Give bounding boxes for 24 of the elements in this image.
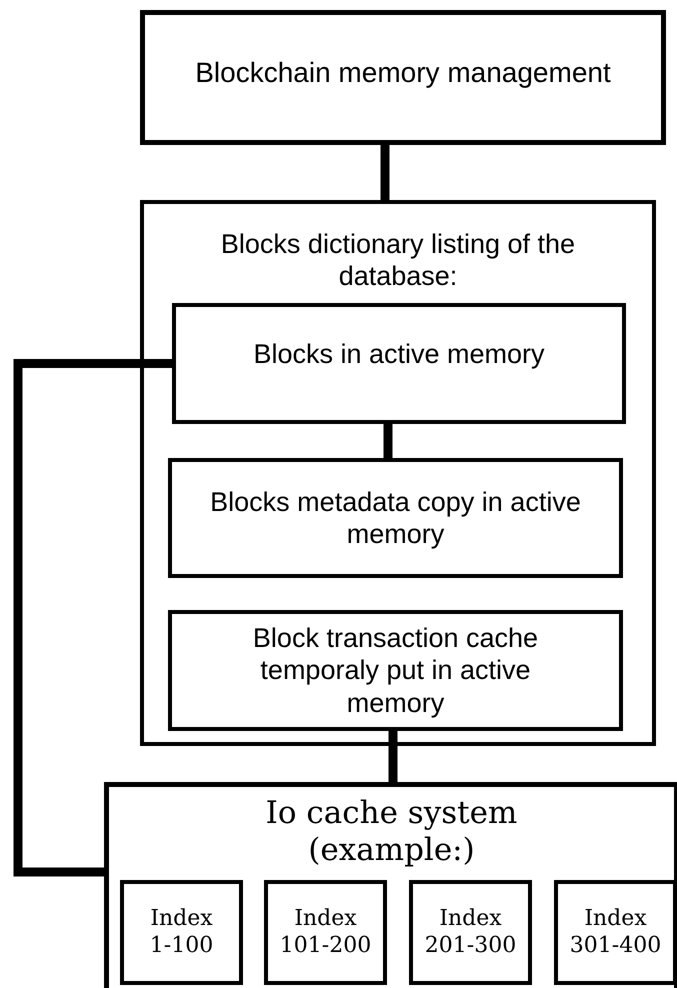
node-label: Index 1-100	[148, 906, 214, 959]
node-label: Block transaction cache temporaly put in active memory	[252, 622, 540, 720]
process-box	[140, 10, 666, 145]
group-box	[140, 200, 656, 746]
connector-line	[388, 731, 398, 782]
group-box	[104, 782, 677, 988]
node-label: Index 301-400	[568, 906, 662, 959]
index-box	[409, 880, 532, 985]
connector-line	[380, 145, 390, 200]
node-label: Blocks metadata copy in active memory	[209, 486, 582, 550]
process-box	[172, 303, 626, 424]
node-label: Index 101-200	[278, 906, 372, 959]
connector-line	[384, 424, 392, 458]
node-label: Io cache system (example:)	[264, 795, 518, 870]
process-box	[168, 610, 623, 731]
node-label: Blockchain memory management	[195, 56, 611, 90]
connector-line	[14, 359, 172, 876]
index-box	[554, 880, 677, 985]
node-label: Blocks dictionary listing of the database:	[220, 228, 576, 293]
index-box	[120, 880, 243, 985]
node-label: Blocks in active memory	[253, 338, 545, 371]
node-label: Index 201-300	[424, 906, 518, 959]
process-box	[168, 458, 623, 578]
index-box	[264, 880, 387, 985]
